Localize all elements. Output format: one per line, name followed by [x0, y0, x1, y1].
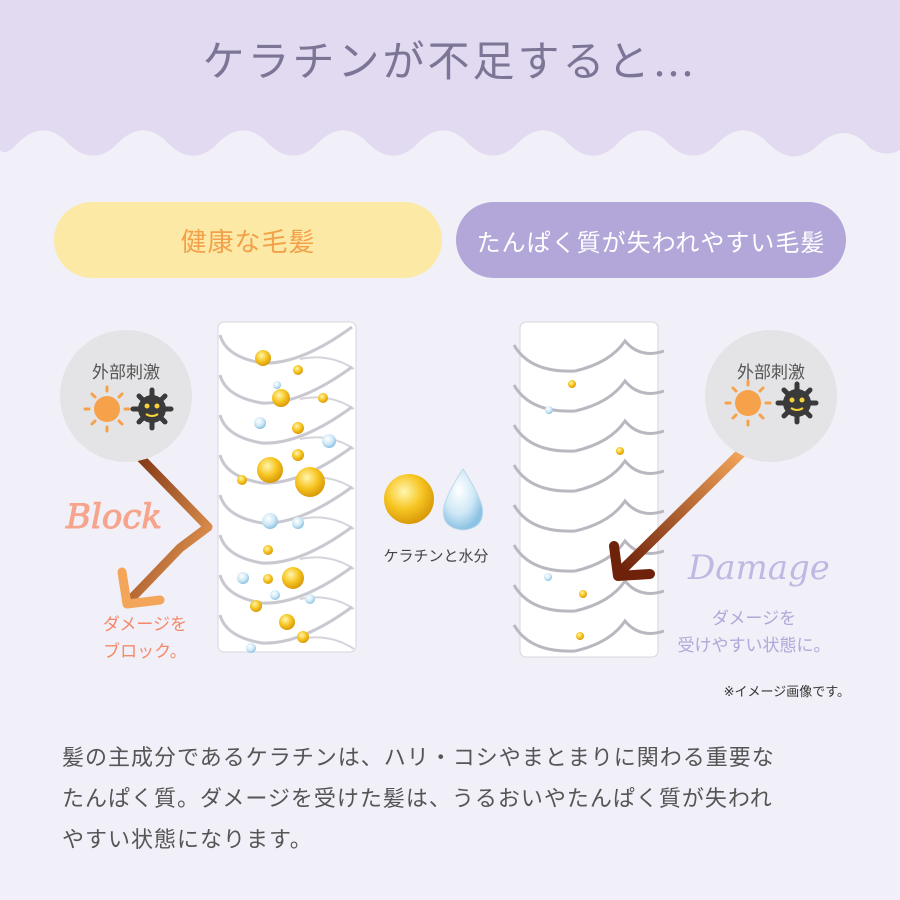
body-line: やすい状態になります。 [62, 828, 313, 853]
keratin-particle [293, 365, 303, 375]
cuticle-scale [512, 498, 665, 533]
page-title: ケラチンが不足すると… [202, 37, 698, 86]
water-particle [246, 643, 256, 653]
cuticle-scale [299, 596, 355, 610]
keratin-particle [279, 614, 295, 630]
body-paragraph: 髪の主成分であるケラチンは、ハリ・コシやまとまりに関わる重要な たんぱく質。ダメ… [62, 738, 852, 861]
oil-drop-icon [384, 474, 434, 524]
cuticle-scale [512, 458, 665, 493]
water-particle [292, 517, 304, 529]
damaged-hair-label: たんぱく質が失われやすい毛髪 [456, 202, 846, 278]
keratin-particle [255, 350, 271, 366]
keratin-particle [237, 475, 247, 485]
cuticle-scale [218, 405, 353, 445]
caption-line: ブロック。 [103, 642, 187, 662]
cuticle-scale [512, 378, 665, 413]
keratin-particle [579, 590, 587, 598]
water-particle [254, 417, 266, 429]
cuticle-scale [512, 418, 665, 453]
keratin-particle [616, 447, 624, 455]
keratin-particle [292, 422, 304, 434]
external-stimulus-left: 外部刺激 [60, 330, 192, 462]
germ-icon [775, 381, 819, 425]
keratin-particle [250, 600, 262, 612]
cuticle-scale [218, 525, 353, 565]
cuticle-scale [218, 565, 353, 605]
wave-background [0, 0, 900, 157]
keratin-particle [263, 545, 273, 555]
stimulus-label: 外部刺激 [737, 363, 805, 383]
keratin-particle [568, 380, 576, 388]
external-stimulus-right: 外部刺激 [705, 330, 837, 462]
cuticle-scale [218, 445, 353, 485]
water-particle [305, 594, 315, 604]
water-particle [262, 513, 278, 529]
keratin-particle [257, 457, 283, 483]
block-arrow [117, 447, 213, 609]
water-particle [545, 406, 553, 414]
cuticle-scale [299, 356, 355, 370]
damaged-hair-strand [512, 321, 665, 658]
water-particle [322, 434, 336, 448]
keratin-particle [282, 567, 304, 589]
body-line: 髪の主成分であるケラチンは、ハリ・コシやまとまりに関わる重要な [62, 746, 775, 771]
cuticle-scale [299, 396, 355, 410]
cuticle-scale [512, 338, 665, 373]
sun-icon [724, 379, 772, 427]
damage-caption: ダメージを 受けやすい状態に。 [664, 606, 844, 660]
keratin-particle [318, 393, 328, 403]
caption-line: 受けやすい状態に。 [677, 636, 831, 656]
cuticle-scale [218, 365, 353, 405]
cuticle-scale [512, 578, 665, 613]
body-line: たんぱく質。ダメージを受けた髪は、うるおいやたんぱく質が失われ [62, 787, 773, 812]
keratin-particle [272, 389, 290, 407]
keratin-particle [292, 449, 304, 461]
water-particle [237, 572, 249, 584]
keratin-water-label: ケラチンと水分 [383, 547, 489, 565]
caption-line: ダメージを [711, 609, 797, 629]
header-banner: ケラチンが不足すると… [0, 0, 900, 160]
keratin-particle [297, 631, 309, 643]
keratin-particle [263, 574, 273, 584]
healthy-hair-label: 健康な毛髪 [54, 202, 442, 278]
keratin-particle [576, 632, 584, 640]
cuticle-scale [299, 516, 355, 530]
caption-line: ダメージを [102, 615, 188, 635]
water-drop-icon [442, 468, 484, 531]
cuticle-scale [512, 618, 665, 653]
keratin-particle [295, 467, 325, 497]
block-script-label: Block [66, 497, 163, 538]
keratin-particles [237, 350, 624, 653]
water-particle [544, 573, 552, 581]
block-caption: ダメージを ブロック。 [80, 612, 210, 666]
germ-icon [130, 387, 174, 431]
sun-icon [83, 385, 131, 433]
image-note: ※イメージ画像です。 [723, 685, 850, 700]
cuticle-scale [299, 556, 355, 570]
cuticle-scale [218, 605, 353, 645]
healthy-hair-strand [217, 321, 357, 653]
water-particle [270, 590, 280, 600]
stimulus-label: 外部刺激 [92, 363, 160, 383]
damage-arrow [609, 447, 747, 581]
damage-script-label: Damage [688, 548, 830, 588]
water-particle [273, 381, 281, 389]
